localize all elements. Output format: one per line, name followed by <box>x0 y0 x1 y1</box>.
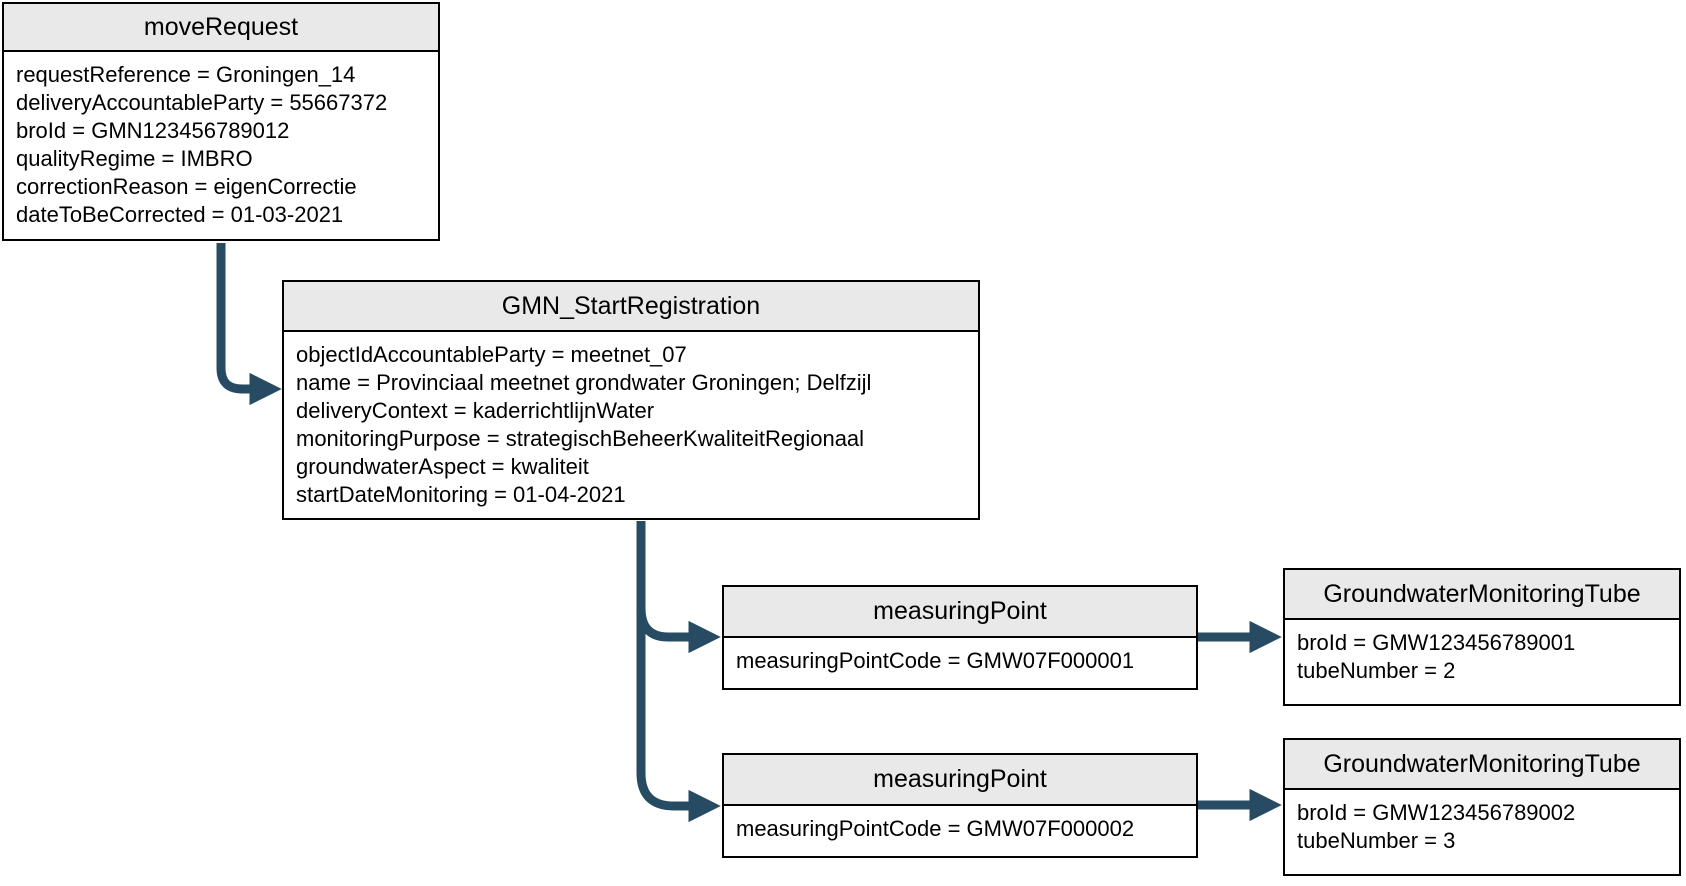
attribute-line: correctionReason = eigenCorrectie <box>16 174 357 199</box>
attribute-line: tubeNumber = 3 <box>1297 828 1456 853</box>
attribute-line: groundwaterAspect = kwaliteit <box>296 454 589 479</box>
attribute-line: qualityRegime = IMBRO <box>16 146 253 171</box>
attribute-line: measuringPointCode = GMW07F000002 <box>736 816 1135 841</box>
attribute-line: deliveryContext = kaderrichtlijnWater <box>296 398 655 423</box>
attribute-line: broId = GMW123456789002 <box>1297 800 1576 825</box>
node-gmn-start-registration: GMN_StartRegistration objectIdAccountabl… <box>282 280 980 520</box>
node-title: GMN_StartRegistration <box>284 282 978 332</box>
node-attributes: broId = GMW123456789001 tubeNumber = 2 <box>1285 620 1679 685</box>
attribute-line: deliveryAccountableParty = 55667372 <box>16 90 388 115</box>
attribute-line: dateToBeCorrected = 01-03-2021 <box>16 202 344 227</box>
attribute-line: requestReference = Groningen_14 <box>16 62 356 87</box>
node-attributes: broId = GMW123456789002 tubeNumber = 3 <box>1285 790 1679 855</box>
node-attributes: requestReference = Groningen_14 delivery… <box>4 52 438 229</box>
node-title: measuringPoint <box>724 755 1196 806</box>
node-attributes: measuringPointCode = GMW07F000002 <box>724 806 1196 843</box>
node-measuring-point-1: measuringPoint measuringPointCode = GMW0… <box>722 585 1198 690</box>
node-move-request: moveRequest requestReference = Groningen… <box>2 2 440 241</box>
node-attributes: measuringPointCode = GMW07F000001 <box>724 638 1196 675</box>
attribute-line: objectIdAccountableParty = meetnet_07 <box>296 342 687 367</box>
arrow-gmn-to-measuring-point-1 <box>636 607 721 654</box>
arrow-gmn-to-measuring-point-2 <box>636 521 721 823</box>
node-groundwater-monitoring-tube-1: GroundwaterMonitoringTube broId = GMW123… <box>1283 568 1681 706</box>
node-title: GroundwaterMonitoringTube <box>1285 740 1679 790</box>
node-title: moveRequest <box>4 4 438 52</box>
node-attributes: objectIdAccountableParty = meetnet_07 na… <box>284 332 978 509</box>
attribute-line: broId = GMN123456789012 <box>16 118 290 143</box>
attribute-line: broId = GMW123456789001 <box>1297 630 1576 655</box>
attribute-line: startDateMonitoring = 01-04-2021 <box>296 482 626 507</box>
arrow-move-request-to-gmn <box>216 243 282 406</box>
attribute-line: tubeNumber = 2 <box>1297 658 1456 683</box>
node-title: measuringPoint <box>724 587 1196 638</box>
attribute-line: measuringPointCode = GMW07F000001 <box>736 648 1135 673</box>
node-title: GroundwaterMonitoringTube <box>1285 570 1679 620</box>
node-measuring-point-2: measuringPoint measuringPointCode = GMW0… <box>722 753 1198 858</box>
node-groundwater-monitoring-tube-2: GroundwaterMonitoringTube broId = GMW123… <box>1283 738 1681 876</box>
attribute-line: name = Provinciaal meetnet grondwater Gr… <box>296 370 872 395</box>
attribute-line: monitoringPurpose = strategischBeheerKwa… <box>296 426 865 451</box>
